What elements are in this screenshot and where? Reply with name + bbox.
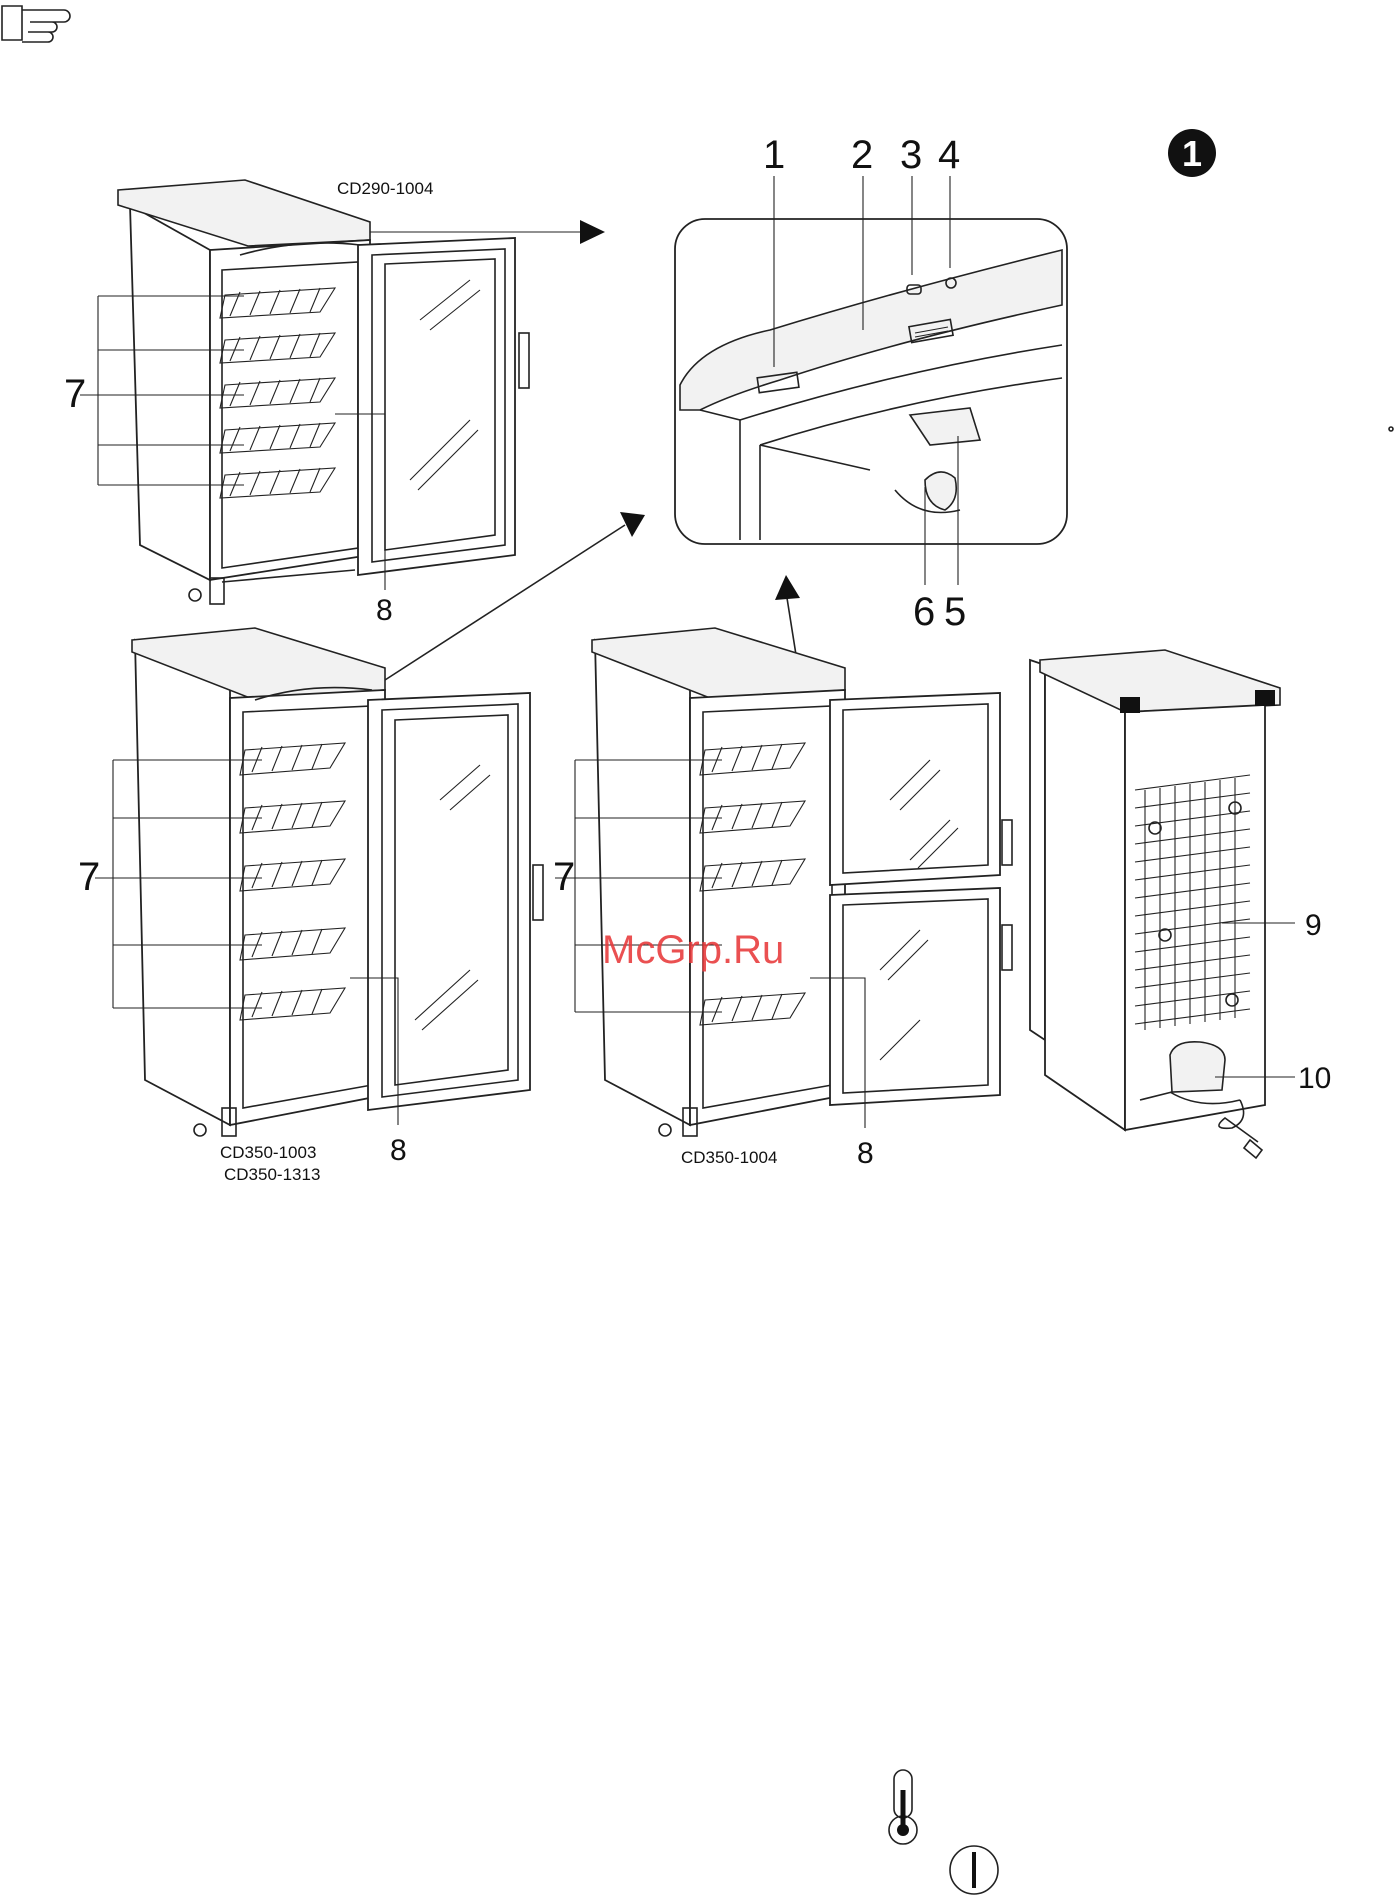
model-label-cd350-1313: CD350-1313: [224, 1165, 320, 1184]
model-label-cd350-1003: CD350-1003: [220, 1143, 316, 1162]
callout-9: 9: [1305, 909, 1322, 942]
watermark: McGrp.Ru: [602, 928, 784, 972]
callout-4: 4: [938, 133, 960, 177]
figure-badge: 1: [1168, 129, 1216, 177]
power-icon: [950, 1846, 998, 1894]
callout-8-top: 8: [376, 594, 393, 627]
callout-10: 10: [1298, 1062, 1331, 1095]
callout-7-bottom-left: 7: [78, 855, 100, 899]
callout-7-top: 7: [64, 372, 86, 416]
thermometer-icon: [889, 1770, 917, 1844]
callout-2: 2: [851, 133, 873, 177]
pointing-hand-icon: [2, 6, 70, 42]
fridge-cd290: [118, 180, 529, 604]
figure-badge-label: 1: [1182, 133, 1202, 174]
model-label-cd350-1004: CD350-1004: [681, 1148, 777, 1167]
model-label-cd290: CD290-1004: [337, 179, 433, 198]
callout-8-bottom-left: 8: [390, 1134, 407, 1167]
callout-1: 1: [763, 133, 785, 177]
callout-7-bottom-mid: 7: [553, 855, 575, 899]
detail-panel: [675, 219, 1067, 544]
callout-5: 5: [944, 590, 966, 634]
callout-6: 6: [913, 590, 935, 634]
fridge-cd350-1004: [592, 628, 1012, 1136]
fridge-cd350-1003: [132, 628, 543, 1136]
callout-3: 3: [900, 133, 922, 177]
callout-8-bottom-mid: 8: [857, 1137, 874, 1170]
stray-dot: [1389, 427, 1393, 431]
fridge-rear-view: [1030, 650, 1280, 1158]
